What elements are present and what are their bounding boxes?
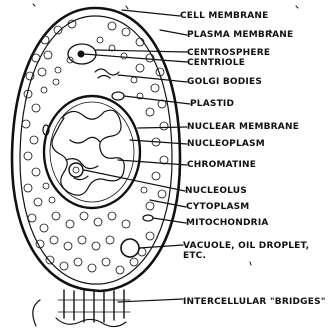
label-plasma-membrane: PLASMA MEMBRANE <box>187 31 293 40</box>
label-nucleolus: NUCLEOLUS <box>185 187 247 196</box>
vacuole <box>121 239 139 257</box>
label-nuclear-membrane: NUCLEAR MEMBRANE <box>187 123 299 132</box>
label-mitochondria: MITOCHONDRIA <box>186 219 269 228</box>
chromatin <box>52 110 124 195</box>
label-centrosphere: CENTROSPHERE <box>187 49 270 58</box>
nucleolus <box>69 163 83 177</box>
leader-lines <box>84 10 190 302</box>
intercellular-bridges <box>33 290 130 327</box>
centriole <box>78 51 84 57</box>
nucleolus-core <box>73 167 79 173</box>
label-centriole: CENTRIOLE <box>187 59 245 68</box>
label-nucleoplasm: NUCLEOPLASM <box>187 140 265 149</box>
label-chromatine: CHROMATINE <box>187 161 256 170</box>
mitochondrion <box>143 215 153 221</box>
label-vacuole: VACUOLE, OIL DROPLET, ETC. <box>183 241 333 261</box>
plastid <box>112 92 124 100</box>
label-cell-membrane: CELL MEMBRANE <box>180 12 268 21</box>
label-golgi-bodies: GOLGI BODIES <box>187 78 262 87</box>
golgi-bodies <box>95 69 119 78</box>
label-intercellular-bridges: INTERCELLULAR "BRIDGES" <box>183 297 333 307</box>
nuclear-membrane <box>44 96 140 208</box>
label-cytoplasm: CYTOPLASM <box>186 203 249 212</box>
label-plastid: PLASTID <box>190 100 234 109</box>
